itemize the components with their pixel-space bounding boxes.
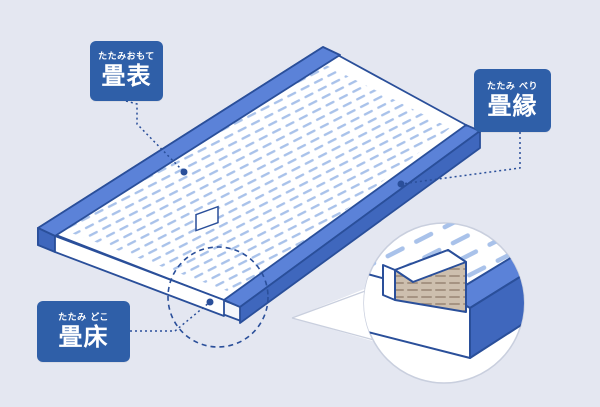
label-tatami-beri: たたみ べり 畳縁 xyxy=(474,69,551,132)
label-omote-ruby: たたみおもて xyxy=(98,52,155,62)
tatami-mat xyxy=(37,46,481,324)
label-beri-word: 畳縁 xyxy=(487,92,538,120)
label-tatami-omote: たたみおもて 畳表 xyxy=(90,41,163,101)
label-tatami-doko: たたみ どこ 畳床 xyxy=(37,301,130,362)
label-omote-word: 畳表 xyxy=(101,62,152,90)
magnifier-bubble xyxy=(291,222,525,384)
core-window xyxy=(195,205,219,232)
label-toko-ruby: たたみ どこ xyxy=(58,313,109,323)
callout-circle xyxy=(167,246,269,348)
mat-end-face xyxy=(54,235,225,317)
leader-line-omote xyxy=(125,100,185,173)
leader-line-toko xyxy=(130,301,211,332)
label-toko-word: 畳床 xyxy=(58,323,109,351)
leader-line-beri xyxy=(400,132,521,185)
border-strip-front-side xyxy=(239,130,481,324)
mat-weave xyxy=(58,62,450,295)
label-beri-ruby: たたみ べり xyxy=(486,82,539,92)
